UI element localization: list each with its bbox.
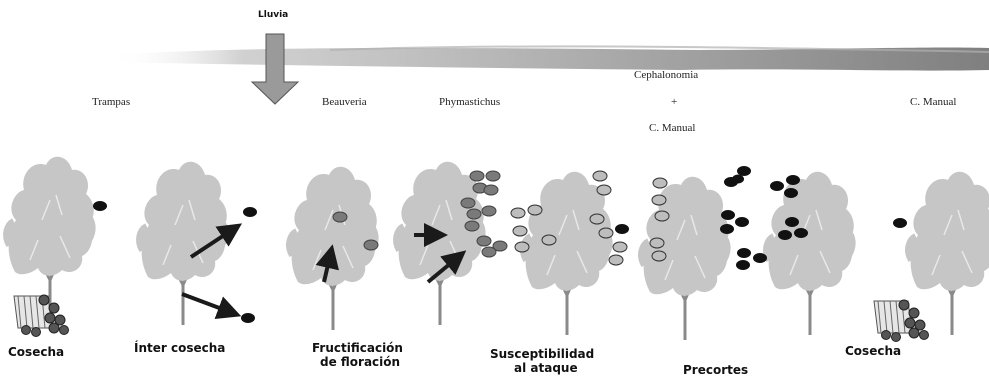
tree-fructificacion bbox=[290, 167, 377, 330]
tree-precortes-2 bbox=[767, 172, 854, 335]
rain-cloud bbox=[110, 46, 989, 70]
label-cephalonomia-manual: C. Manual bbox=[649, 122, 695, 134]
stage-inter-cosecha: Ínter cosecha bbox=[134, 341, 225, 355]
rain-arrow bbox=[252, 34, 298, 104]
tree-phymastichus bbox=[397, 162, 484, 325]
tree-susceptibilidad bbox=[524, 172, 611, 335]
stage-fructificacion-line2: de floración bbox=[320, 355, 400, 369]
stage-cosecha-left: Cosecha bbox=[8, 345, 64, 359]
basket-icon-right bbox=[874, 300, 929, 342]
label-manual: C. Manual bbox=[910, 96, 956, 108]
stage-susceptibilidad-line2: al ataque bbox=[514, 361, 578, 375]
stage-susceptibilidad-line1: Susceptibilidad bbox=[490, 347, 594, 361]
stage-precortes: Precortes bbox=[683, 363, 748, 377]
label-beauveria: Beauveria bbox=[322, 96, 367, 108]
rain-label: Lluvia bbox=[258, 10, 288, 20]
label-phymastichus: Phymastichus bbox=[439, 96, 500, 108]
stage-fructificacion-line1: Fructificación bbox=[312, 341, 403, 355]
tree-cosecha-right bbox=[909, 172, 989, 335]
label-trampas: Trampas bbox=[92, 96, 130, 108]
label-cephalonomia: Cephalonomia bbox=[634, 69, 698, 81]
stage-cosecha-right: Cosecha bbox=[845, 344, 901, 358]
basket-icon-left bbox=[14, 295, 69, 337]
label-cephalonomia-plus: + bbox=[671, 96, 677, 108]
